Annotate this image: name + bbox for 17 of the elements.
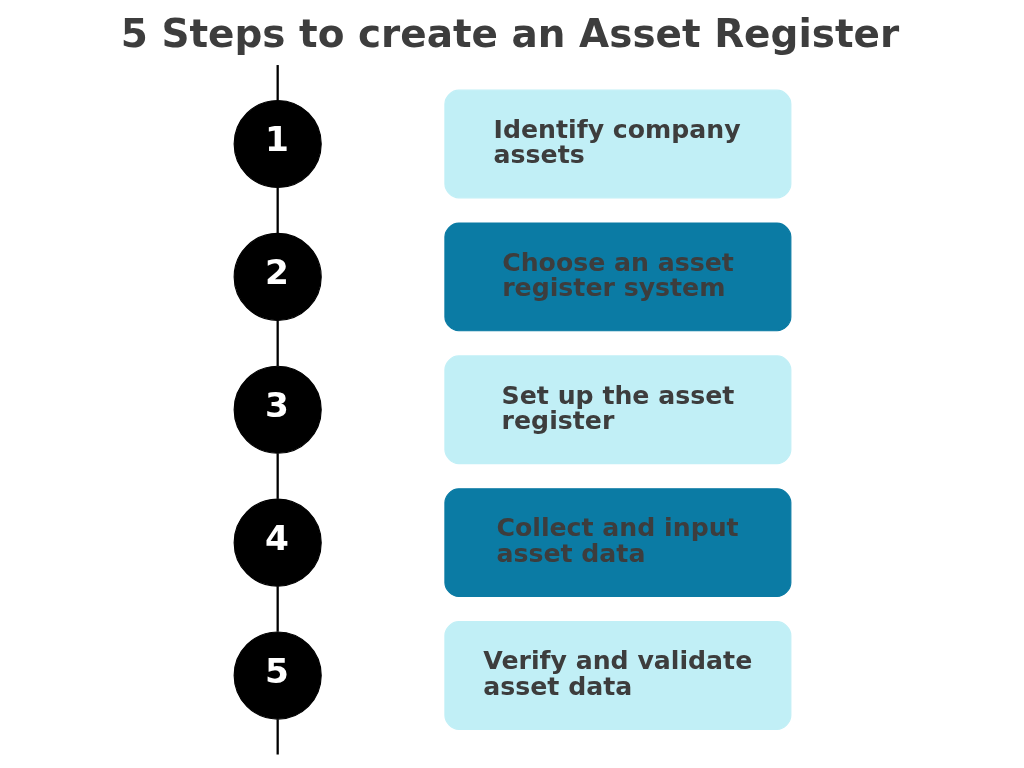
node-box: Collect and input asset data	[443, 488, 791, 598]
node-circle: 5	[233, 631, 322, 720]
node-box: Set up the asset register	[443, 355, 791, 465]
node-box: Choose an asset register system	[443, 222, 791, 332]
node-box: Verify and validate asset data	[443, 621, 791, 730]
connector	[276, 187, 279, 234]
connector	[276, 719, 279, 755]
node-box: Identify company assets	[443, 89, 791, 199]
diagram-title: 5 Steps to create an Asset Register	[120, 11, 899, 57]
connector	[276, 65, 279, 101]
node-circle: 2	[233, 232, 322, 321]
connector	[276, 320, 279, 366]
node-circle: 3	[233, 365, 322, 454]
connector	[276, 586, 279, 632]
node-circle: 1	[233, 99, 322, 189]
node-circle: 4	[233, 498, 322, 587]
connector	[276, 453, 279, 499]
